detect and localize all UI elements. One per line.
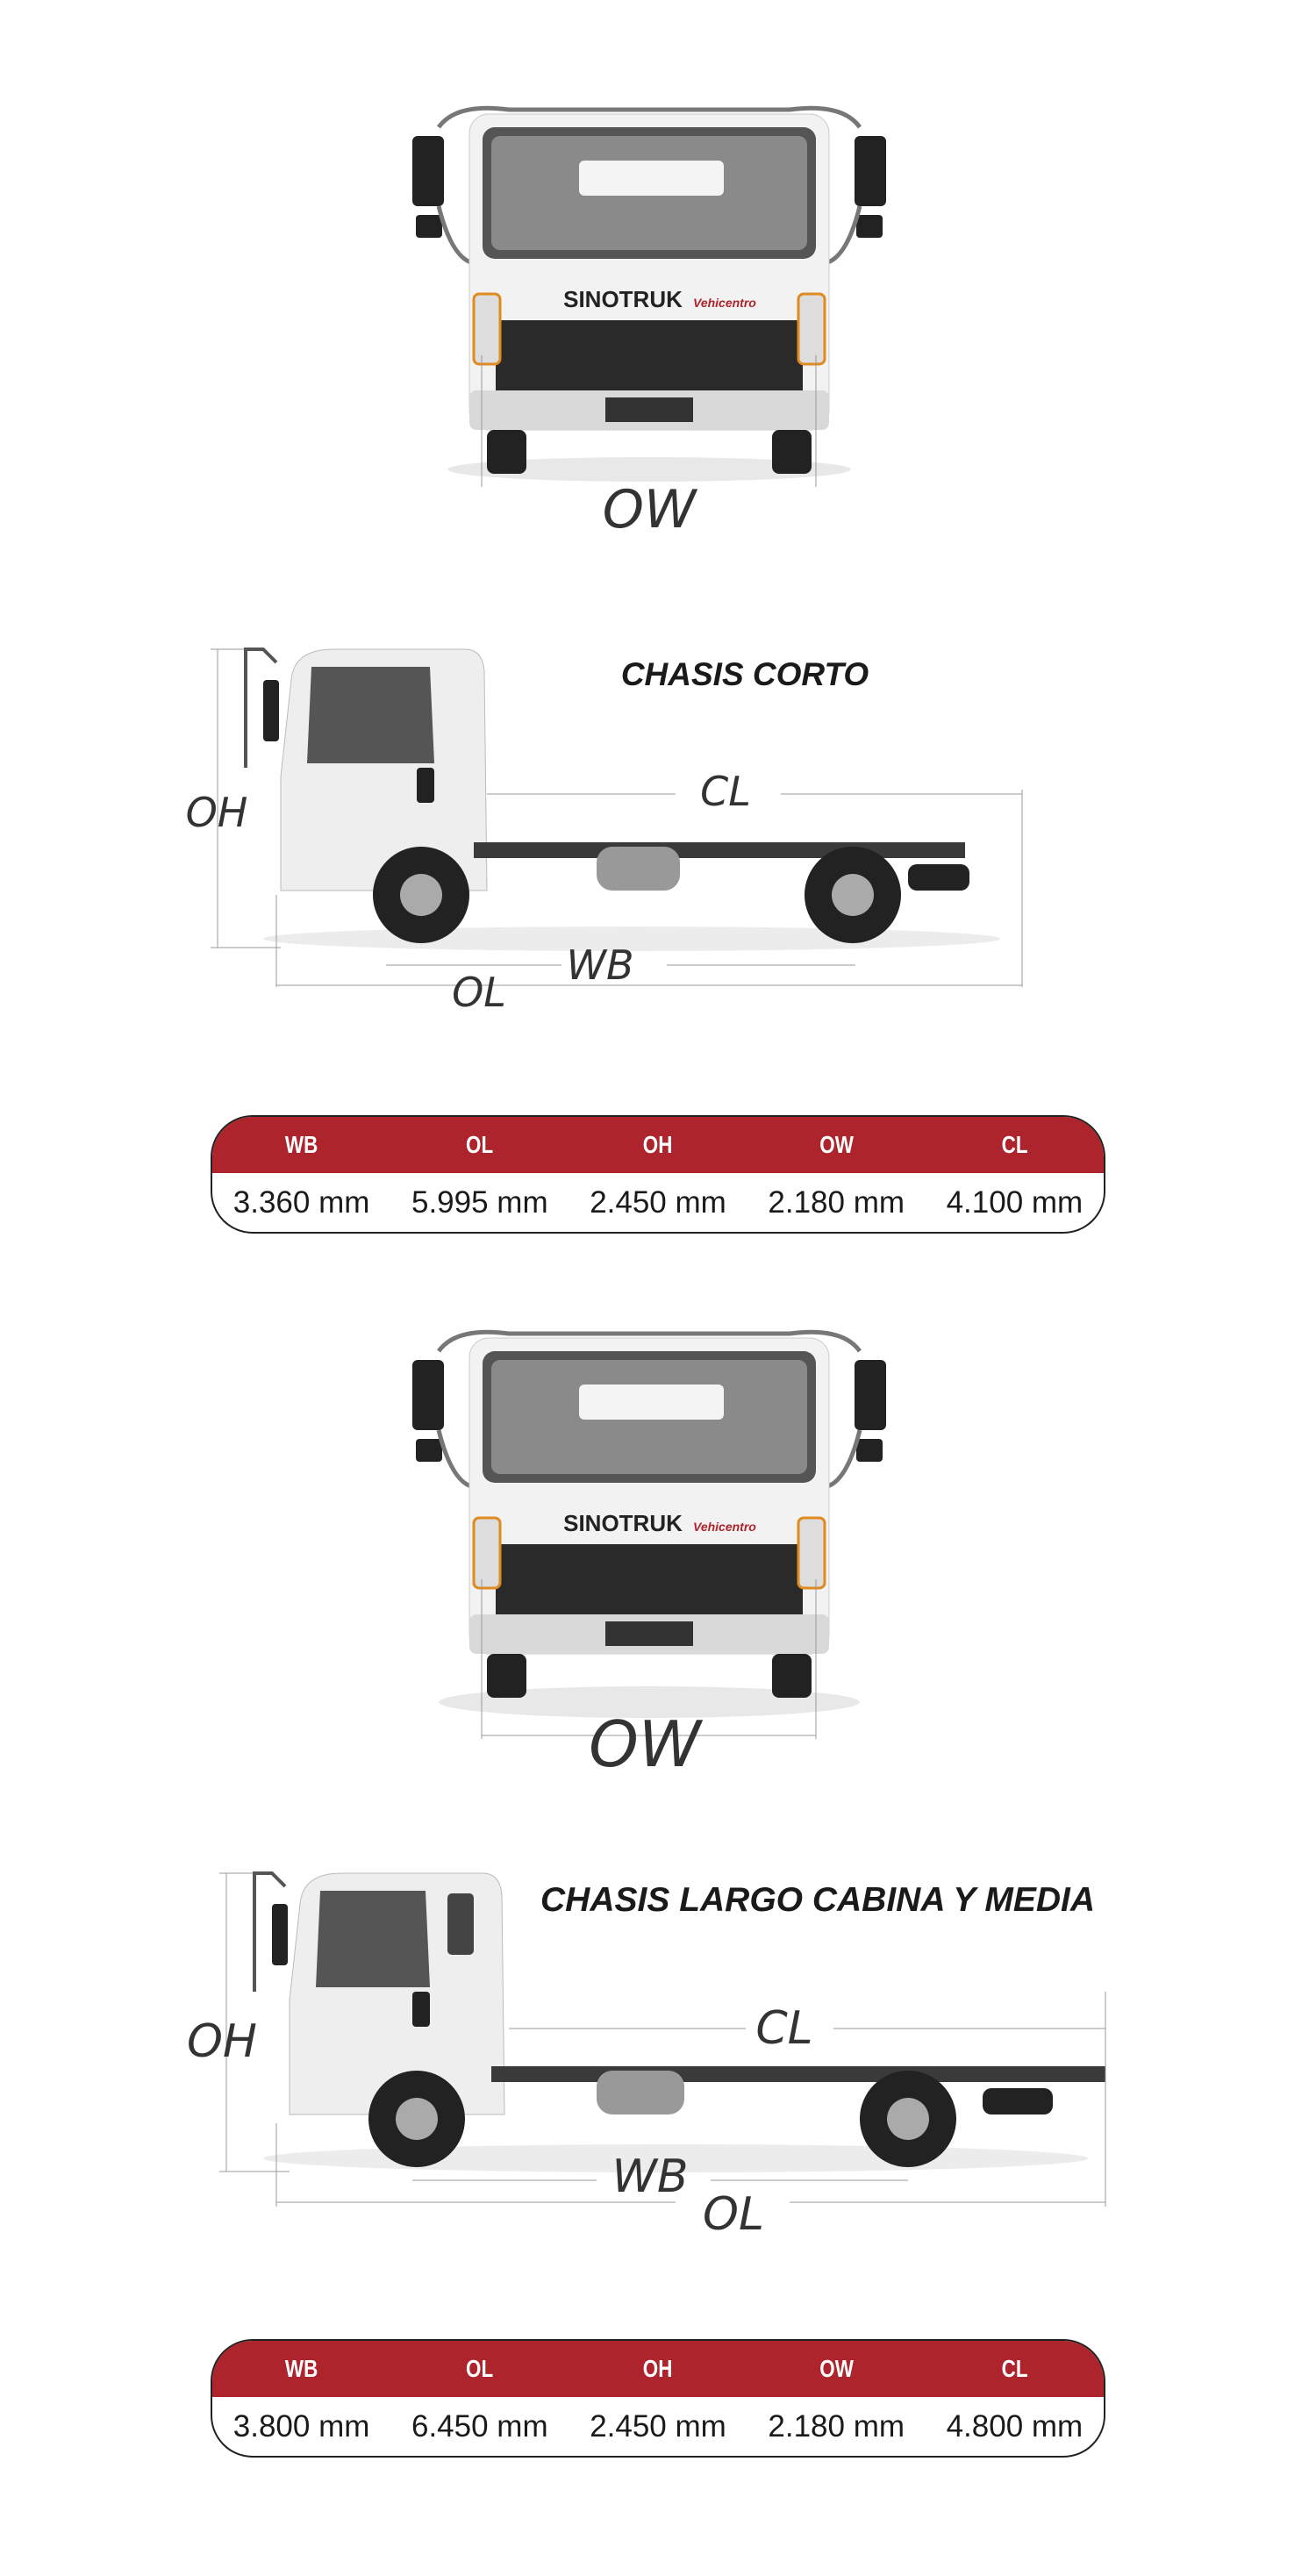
header-wb: WB (284, 1131, 318, 1158)
oh-dimension-label: OH (185, 789, 248, 836)
ol-dimension-label: OL (703, 2188, 764, 2241)
cl-dimension-label: CL (700, 768, 751, 815)
header-cl: CL (1001, 1131, 1028, 1158)
value-oh: 2.450 mm (590, 2408, 726, 2444)
value-cl: 4.800 mm (946, 2408, 1084, 2444)
ol-dimension-label: OL (452, 969, 506, 1016)
value-ow: 2.180 mm (768, 1184, 905, 1220)
header-ol: OL (466, 2355, 494, 2382)
header-ol: OL (466, 1131, 494, 1158)
value-wb: 3.800 mm (232, 2408, 370, 2444)
value-ol: 5.995 mm (411, 1184, 548, 1220)
value-ow: 2.180 mm (768, 2408, 905, 2444)
truck-side-view-long-illustration (219, 1871, 1106, 2207)
short-chassis-title: CHASIS CORTO (620, 656, 869, 692)
value-wb: 3.360 mm (232, 1184, 370, 1220)
long-chassis-title: CHASIS LARGO CABINA Y MEDIA (540, 1881, 1095, 1919)
dealer-logo: Vehicentro (693, 296, 756, 310)
value-ol: 6.450 mm (411, 2408, 548, 2444)
header-ow: OW (819, 1131, 854, 1158)
cl-dimension-label: CL (755, 2002, 813, 2055)
value-cl: 4.100 mm (946, 1184, 1084, 1220)
header-oh: OH (643, 2355, 673, 2382)
long-chassis-spec-table: WB OL OH OW CL 3.800 mm 6.450 mm 2.450 m… (211, 2339, 1105, 2458)
brand-logo: SINOTRUK (563, 1510, 683, 1536)
truck-front-view-illustration: SINOTRUK Vehicentro (412, 1329, 886, 1739)
header-oh: OH (643, 1131, 673, 1158)
truck-side-view-short-illustration (211, 648, 1023, 987)
brand-logo: SINOTRUK (563, 286, 683, 312)
header-wb: WB (284, 2355, 318, 2382)
oh-dimension-label: OH (186, 2015, 258, 2068)
header-ow: OW (819, 2355, 854, 2382)
wb-dimension-label: WB (566, 941, 634, 989)
ow-dimension-label: OW (589, 1707, 701, 1781)
truck-front-view-illustration: SINOTRUK Vehicentro (412, 105, 886, 487)
dealer-logo: Vehicentro (693, 1520, 756, 1534)
header-cl: CL (1001, 2355, 1028, 2382)
ow-dimension-label: OW (602, 479, 697, 540)
short-chassis-spec-table: WB OL OH OW CL 3.360 mm 5.995 mm 2.450 m… (211, 1115, 1105, 1234)
wb-dimension-label: WB (612, 2150, 689, 2203)
value-oh: 2.450 mm (590, 1184, 726, 1220)
